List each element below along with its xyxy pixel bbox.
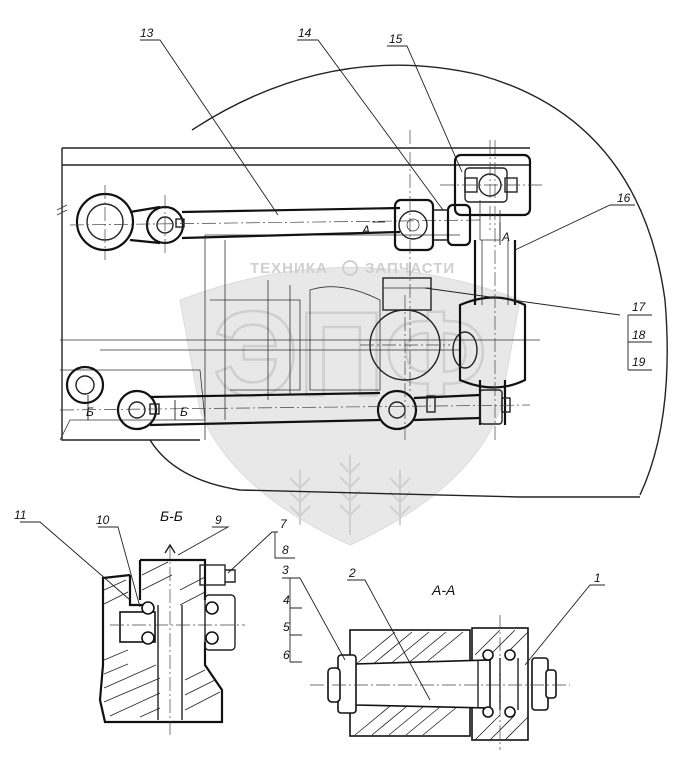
hinge-block <box>393 140 545 252</box>
section-mark-a-right: А <box>501 230 510 244</box>
callout-6: 6 <box>283 648 290 662</box>
callout-2: 2 <box>348 566 356 580</box>
gear-icon <box>342 260 358 276</box>
section-bb-view: Б-Б <box>14 508 295 735</box>
callout-1: 1 <box>594 571 601 585</box>
watermark: ЭПФ ТЕХНИКА ЗАПЧАСТИ <box>179 260 521 546</box>
callout-3: 3 <box>282 563 289 577</box>
section-mark-b-right: Б <box>180 405 188 419</box>
callout-7: 7 <box>280 517 288 531</box>
callout-13: 13 <box>140 26 154 40</box>
callout-4: 4 <box>283 593 290 607</box>
section-markers: А А Б Б <box>86 221 510 420</box>
callout-15: 15 <box>389 32 403 46</box>
watermark-text-left: ТЕХНИКА <box>250 260 328 277</box>
cylinder-assembly <box>382 140 527 440</box>
callout-14: 14 <box>298 26 312 40</box>
callout-10: 10 <box>96 513 110 527</box>
section-aa-view: А-А <box>282 563 605 750</box>
watermark-logo: ЭПФ <box>213 287 487 421</box>
wheat-icon <box>289 455 411 535</box>
section-aa-title: А-А <box>431 582 455 598</box>
watermark-text-right: ЗАПЧАСТИ <box>365 260 455 277</box>
callout-18: 18 <box>632 328 646 342</box>
upper-link <box>69 185 481 260</box>
section-mark-a-left: А <box>361 223 370 237</box>
callout-11: 11 <box>14 508 26 522</box>
section-mark-b-left: Б <box>86 405 94 419</box>
callout-17: 17 <box>632 300 647 314</box>
callouts-main: 13 14 15 16 17 18 19 <box>140 26 652 371</box>
callout-9: 9 <box>215 513 222 527</box>
section-bb-title: Б-Б <box>160 508 183 524</box>
callout-16: 16 <box>617 191 631 205</box>
callout-5: 5 <box>283 620 290 634</box>
lower-link <box>59 130 531 440</box>
callout-19: 19 <box>632 355 646 369</box>
callout-8: 8 <box>282 543 289 557</box>
